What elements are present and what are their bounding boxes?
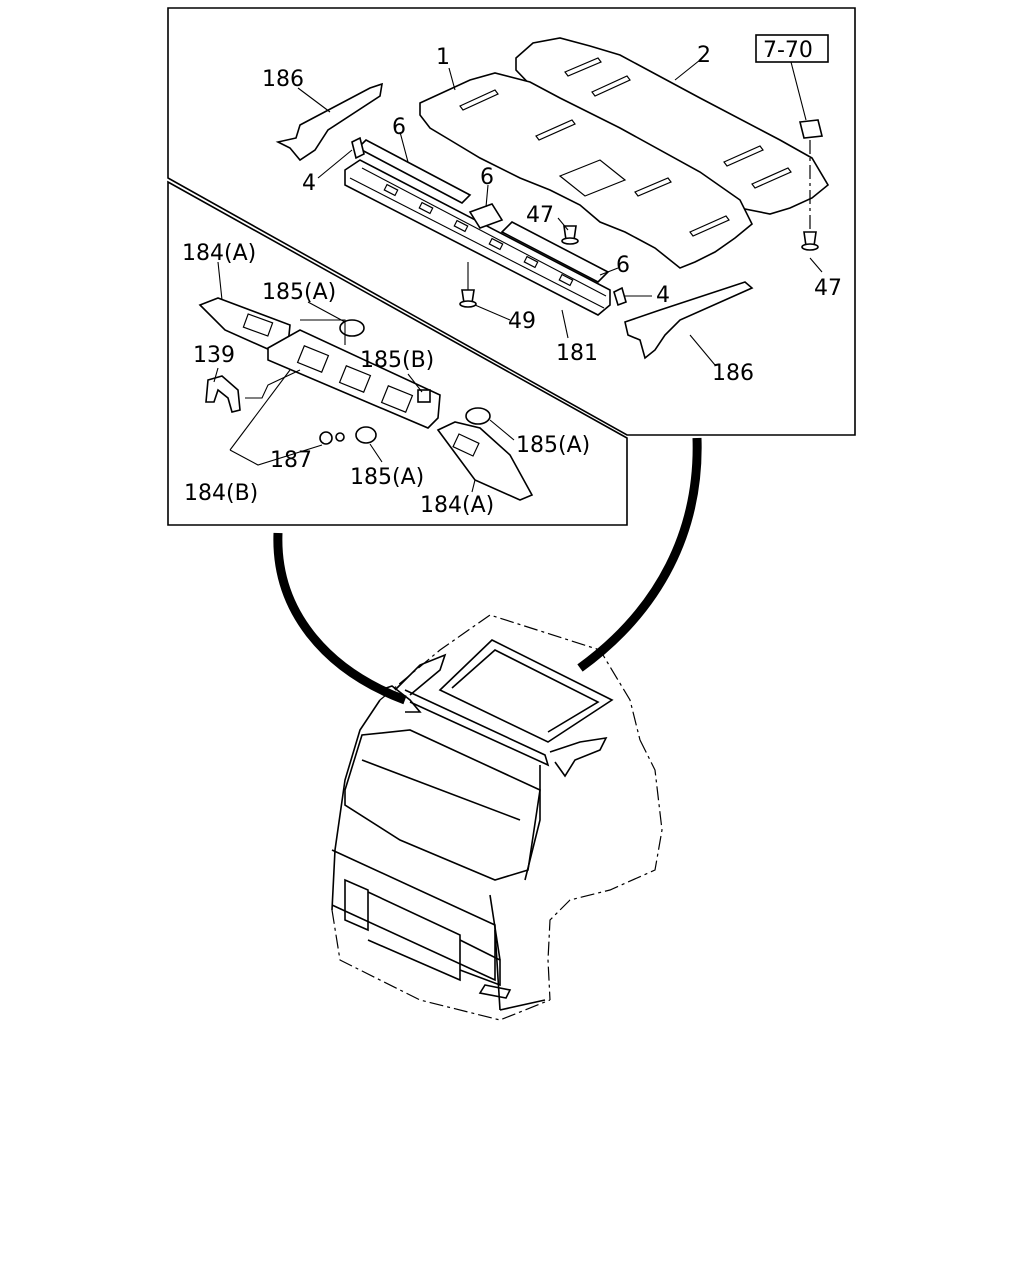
leader-lines	[213, 59, 823, 493]
endcap-4-right	[613, 286, 627, 307]
connector-curve-right	[577, 437, 702, 672]
label-4-right: 4	[656, 283, 670, 308]
label-6-center: 6	[480, 165, 494, 190]
bulb-187	[319, 431, 345, 445]
label-185a-top: 185(A)	[262, 280, 336, 305]
lamp-185a-right	[465, 407, 491, 425]
lamp-bezel-184a-left	[198, 297, 291, 351]
part-labels: 1 2 186 6 4 6 47 6 4 47 49 181 186 184(A…	[182, 43, 842, 518]
rail-181-slots	[383, 183, 574, 287]
label-6-left: 6	[392, 115, 406, 140]
ref-box	[755, 34, 829, 63]
corner-trim-186-right	[624, 281, 754, 360]
label-47-right: 47	[814, 276, 842, 301]
pad-6-left	[356, 139, 472, 204]
label-1: 1	[436, 45, 450, 70]
label-185a-right: 185(A)	[516, 433, 590, 458]
ref-box-label: 7-70	[763, 38, 813, 63]
fastener-47-center	[561, 225, 579, 245]
label-49: 49	[508, 309, 536, 334]
lower-panel-frame	[167, 180, 628, 526]
corner-trim-186-left	[275, 82, 384, 162]
roof-panel-2-slots	[564, 57, 792, 189]
lamp-185a-top	[339, 319, 365, 337]
label-184a-right: 184(A)	[420, 493, 494, 518]
label-181: 181	[556, 341, 598, 366]
upper-panel-frame	[167, 7, 856, 436]
label-187: 187	[270, 448, 312, 473]
label-186-left: 186	[262, 67, 304, 92]
fastener-49	[459, 262, 477, 308]
fastener-47-right	[799, 119, 823, 251]
roof-panel-1-slots	[459, 89, 730, 237]
bracket-139	[205, 375, 241, 413]
connector-curve-left	[273, 532, 407, 705]
lamp-185b	[417, 389, 431, 403]
label-6-right: 6	[616, 253, 630, 278]
truck-cab	[331, 614, 663, 1021]
lamp-bezel-184a-right	[436, 421, 534, 501]
label-139: 139	[193, 343, 235, 368]
label-184a-left: 184(A)	[182, 241, 256, 266]
label-186-right: 186	[712, 361, 754, 386]
rail-181	[344, 159, 611, 316]
lamp-185a-bottom	[355, 426, 377, 444]
pad-6-center	[468, 203, 504, 229]
label-185a-bottom: 185(A)	[350, 465, 424, 490]
endcap-4-left	[351, 136, 365, 160]
label-2: 2	[697, 43, 711, 68]
label-184b: 184(B)	[184, 481, 258, 506]
label-47-center: 47	[526, 203, 554, 228]
console-184b	[267, 329, 441, 429]
label-185b: 185(B)	[360, 348, 434, 373]
label-4-left: 4	[302, 171, 316, 196]
